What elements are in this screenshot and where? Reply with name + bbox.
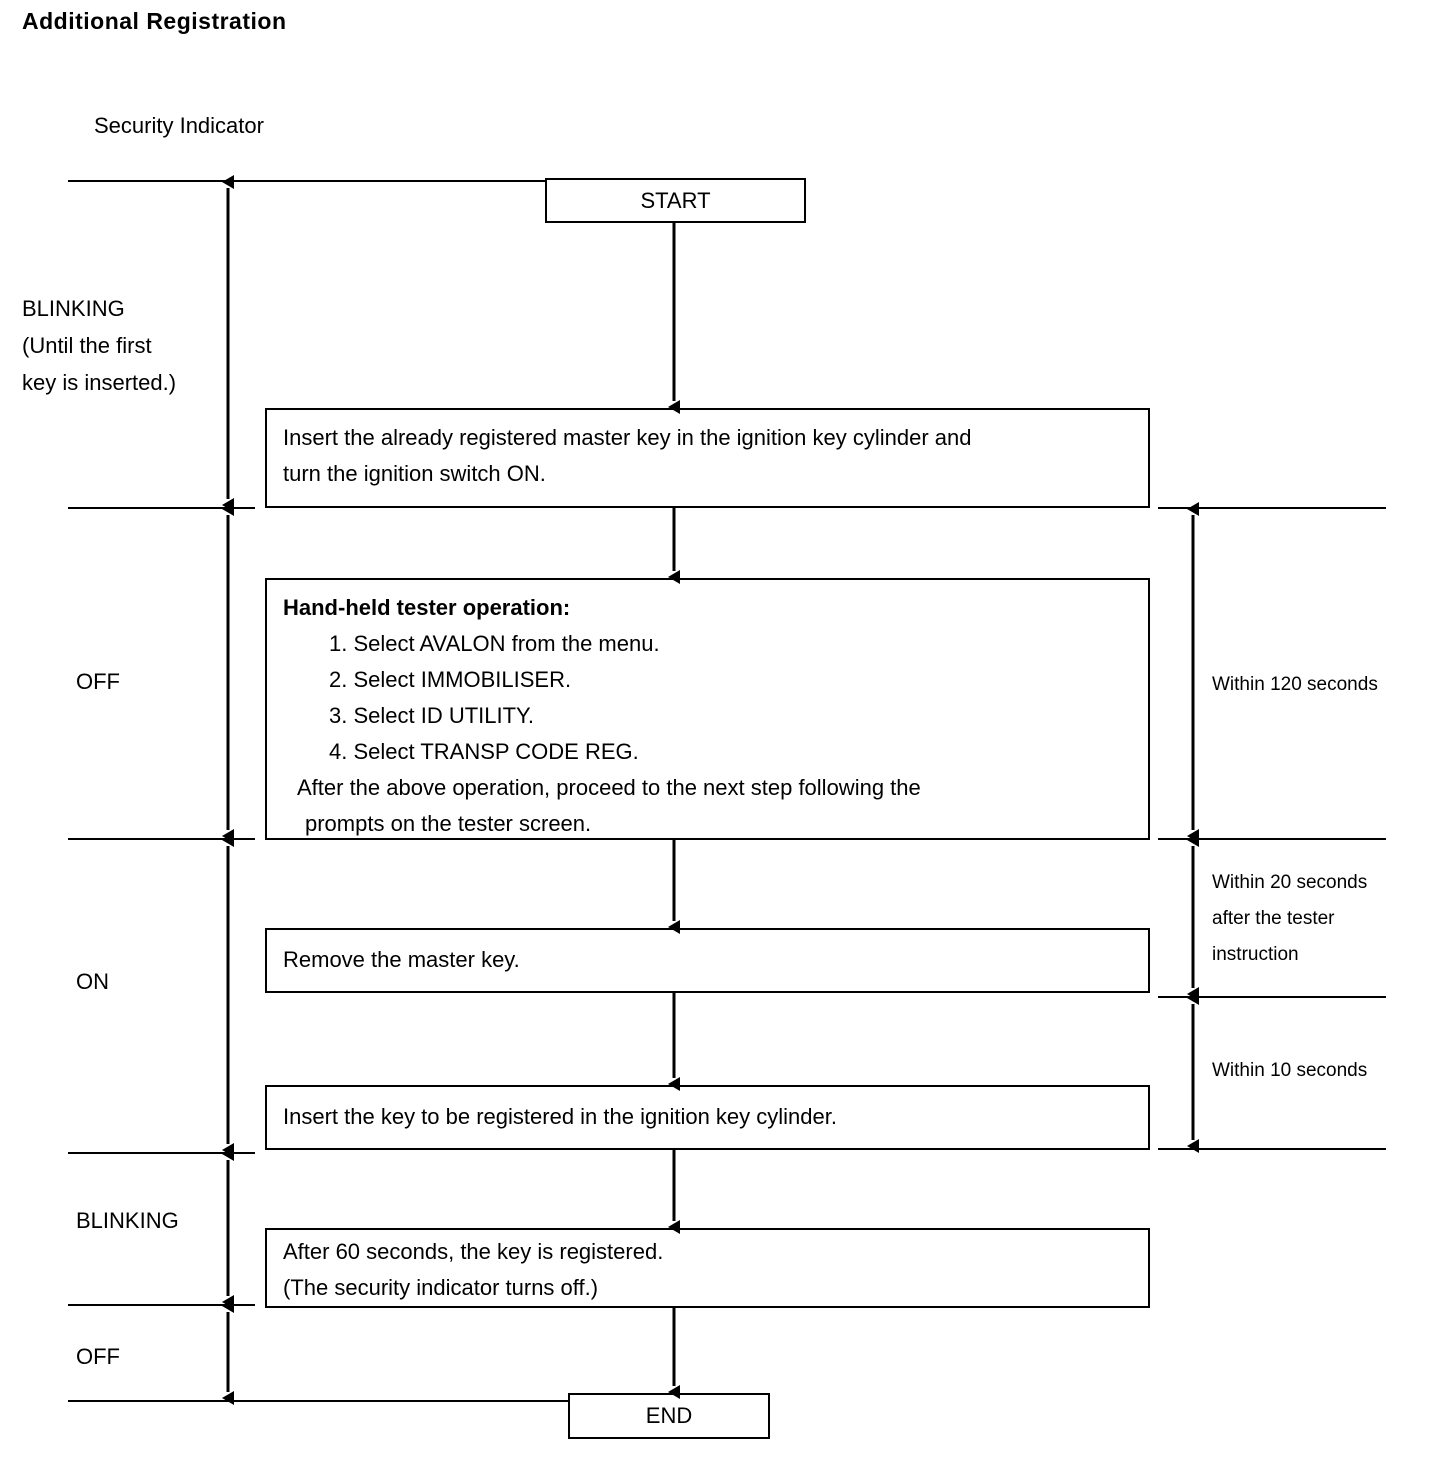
step-line: prompts on the tester screen. xyxy=(305,811,592,836)
step-line: After the above operation, proceed to th… xyxy=(297,775,921,800)
state-label-off-first: OFF xyxy=(76,669,120,694)
step-box-insert-new-key[interactable]: Insert the key to be registered in the i… xyxy=(265,1085,1150,1150)
start-box[interactable]: START xyxy=(545,178,806,223)
timeline-separator-bottom xyxy=(68,1400,568,1402)
step-box-hand-held-tester[interactable]: Hand-held tester operation: 1. Select AV… xyxy=(265,578,1150,840)
timing-label-within-20: Within 20 seconds after the tester instr… xyxy=(1212,872,1368,965)
step-line: After 60 seconds, the key is registered. xyxy=(283,1239,664,1264)
start-label: START xyxy=(640,187,711,213)
state-label-on: ON xyxy=(76,969,109,994)
step-box-remove-master-key[interactable]: Remove the master key. xyxy=(265,928,1150,993)
timing-separator-bottom xyxy=(1158,1148,1386,1150)
step-box-key-registered[interactable]: After 60 seconds, the key is registered.… xyxy=(265,1228,1150,1308)
timing-label-within-10: Within 10 seconds xyxy=(1212,1060,1368,1081)
state-label-blinking-final: BLINKING xyxy=(76,1208,179,1233)
security-indicator-label: Security Indicator xyxy=(94,113,264,138)
timeline-separator-top xyxy=(68,180,548,182)
step-box-insert-master-key[interactable]: Insert the already registered master key… xyxy=(265,408,1150,508)
timing-separator-top xyxy=(1158,507,1386,509)
timing-label-within-120: Within 120 seconds xyxy=(1212,674,1378,695)
step-line: turn the ignition switch ON. xyxy=(283,461,546,486)
timing-separator-1 xyxy=(1158,838,1386,840)
state-label-off-final: OFF xyxy=(76,1344,120,1369)
step-line: (The security indicator turns off.) xyxy=(283,1275,599,1300)
tester-item: 1. Select AVALON from the menu. xyxy=(329,631,660,656)
step-line: Remove the master key. xyxy=(283,947,520,972)
tester-item: 2. Select IMMOBILISER. xyxy=(329,667,572,692)
timing-separator-2 xyxy=(1158,996,1386,998)
tester-heading: Hand-held tester operation: xyxy=(283,595,571,620)
timeline-separator-1 xyxy=(68,507,255,509)
timeline-separator-2 xyxy=(68,838,255,840)
timeline-separator-4 xyxy=(68,1304,255,1306)
step-line: Insert the key to be registered in the i… xyxy=(283,1104,837,1129)
step-line: Insert the already registered master key… xyxy=(283,425,972,450)
end-label: END xyxy=(645,1403,693,1428)
page-title: Additional Registration xyxy=(22,8,287,34)
tester-item: 3. Select ID UTILITY. xyxy=(329,703,535,728)
end-box[interactable]: END xyxy=(568,1393,770,1439)
tester-item: 4. Select TRANSP CODE REG. xyxy=(329,739,639,764)
timeline-separator-3 xyxy=(68,1152,255,1154)
state-label-blinking-initial: BLINKING (Until the first key is inserte… xyxy=(22,296,177,395)
